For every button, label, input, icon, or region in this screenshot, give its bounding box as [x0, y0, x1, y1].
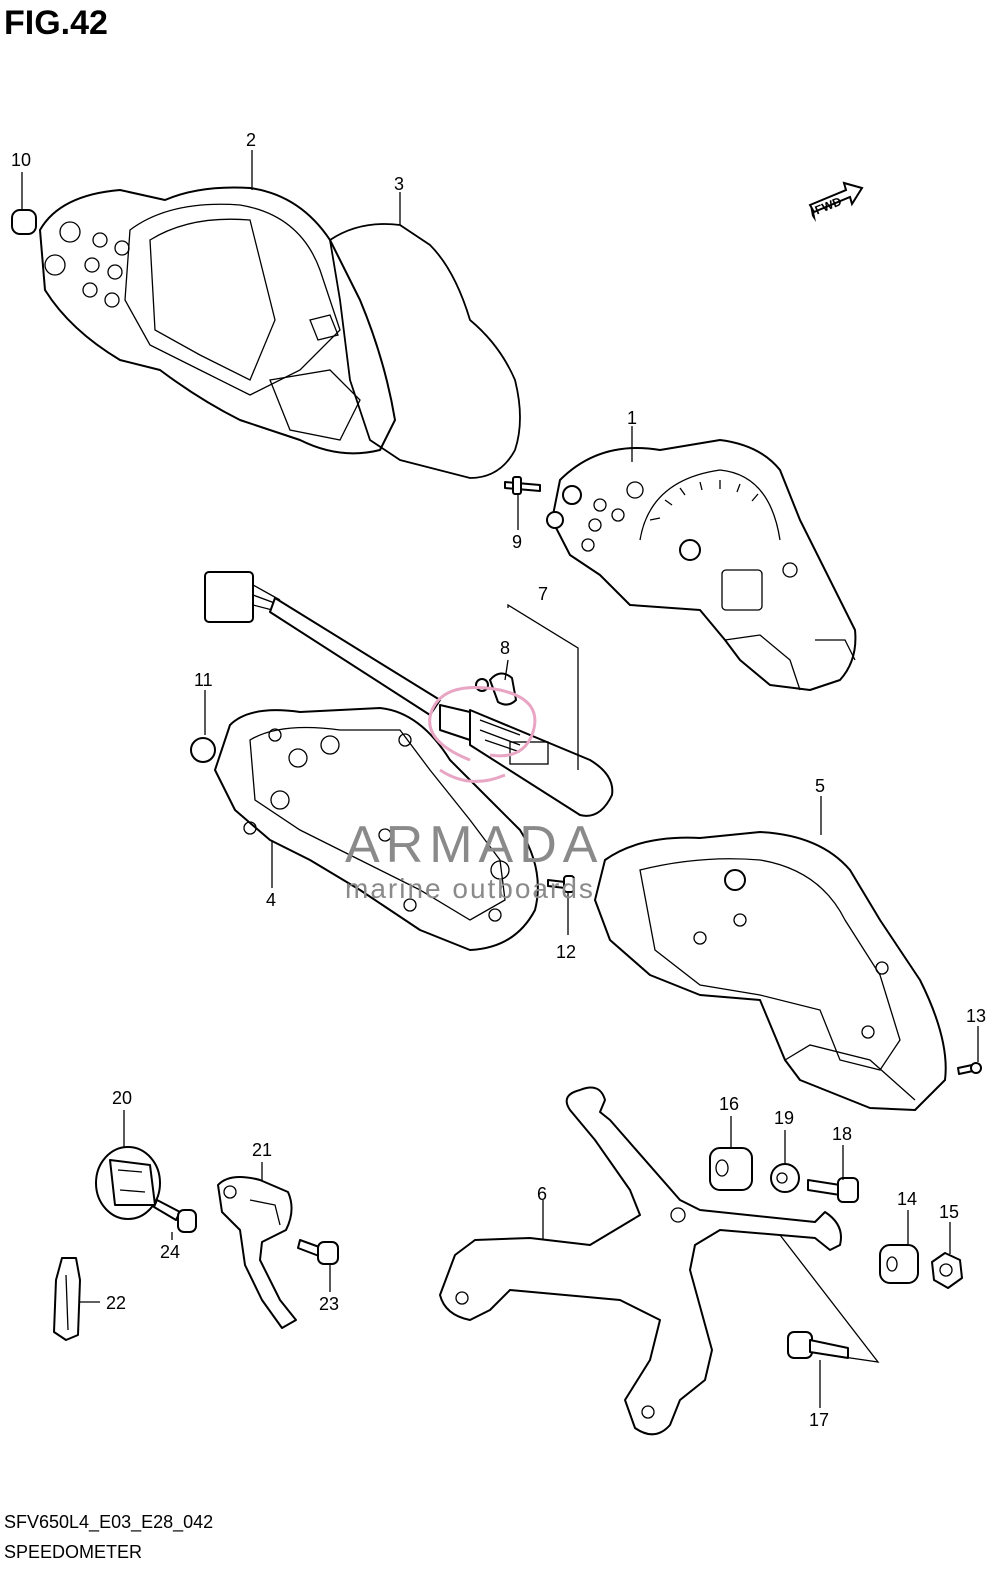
part-14-grommet[interactable] [879, 1244, 919, 1284]
callout-16: 16 [719, 1094, 739, 1114]
callout-8: 8 [500, 638, 510, 658]
part-2-meter-cover[interactable] [39, 186, 396, 455]
figure-name: SPEEDOMETER [4, 1542, 143, 1562]
callout-1: 1 [627, 408, 637, 428]
part-21-socket[interactable] [217, 1175, 297, 1329]
callout-22: 22 [106, 1293, 126, 1313]
callout-17: 17 [809, 1410, 829, 1430]
part-15-nut[interactable] [931, 1252, 963, 1289]
callout-13: 13 [966, 1006, 986, 1026]
watermark: ARMADA marine outboards [345, 686, 603, 904]
part-11-cap[interactable] [190, 737, 216, 763]
callout-6: 6 [537, 1184, 547, 1204]
part-16-grommet[interactable] [709, 1147, 753, 1191]
watermark-logo-icon [428, 686, 537, 783]
callout-14: 14 [897, 1189, 917, 1209]
part-22-strap[interactable] [53, 1257, 81, 1341]
part-6-bracket[interactable] [439, 1086, 842, 1436]
callout-5: 5 [815, 776, 825, 796]
callout-23: 23 [319, 1294, 339, 1314]
callout-10: 10 [11, 150, 31, 170]
part-4-lower-case[interactable] [214, 707, 539, 951]
callout-19: 19 [774, 1108, 794, 1128]
part-23-screw[interactable] [297, 1239, 339, 1265]
leader-lines [21, 150, 979, 1408]
callout-labels: 10 2 3 1 9 7 8 11 4 12 5 13 20 16 19 18 … [11, 130, 986, 1430]
part-5-meter-housing[interactable] [594, 831, 947, 1111]
part-1-meter-assembly[interactable] [546, 439, 857, 691]
part-10-cap[interactable] [11, 209, 37, 235]
part-20-socket[interactable] [95, 1146, 161, 1220]
callout-24: 24 [160, 1242, 180, 1262]
fwd-direction-badge: FWD [808, 181, 864, 222]
part-19-washer[interactable] [770, 1163, 800, 1193]
callout-7: 7 [538, 584, 548, 604]
callout-12: 12 [556, 942, 576, 962]
part-24-screw[interactable] [153, 1199, 197, 1233]
part-12-screw[interactable] [547, 875, 575, 893]
callout-11: 11 [194, 670, 213, 690]
part-9-screw[interactable] [504, 476, 541, 495]
callout-2: 2 [246, 130, 256, 150]
part-18-bolt[interactable] [807, 1177, 859, 1203]
watermark-tagline: marine outboards [345, 873, 595, 904]
callout-3: 3 [394, 174, 404, 194]
callout-15: 15 [939, 1202, 959, 1222]
part-17-bolt[interactable] [787, 1331, 849, 1359]
callout-20: 20 [112, 1088, 132, 1108]
callout-21: 21 [252, 1140, 272, 1160]
figure-title: FIG.42 [4, 4, 108, 42]
callout-18: 18 [832, 1124, 852, 1144]
callout-4: 4 [266, 890, 276, 910]
part-13-screw[interactable] [957, 1062, 982, 1075]
watermark-brand: ARMADA [345, 816, 603, 874]
figure-code: SFV650L4_E03_E28_042 [4, 1512, 214, 1532]
fwd-label: FWD [813, 194, 844, 217]
callout-9: 9 [512, 532, 522, 552]
